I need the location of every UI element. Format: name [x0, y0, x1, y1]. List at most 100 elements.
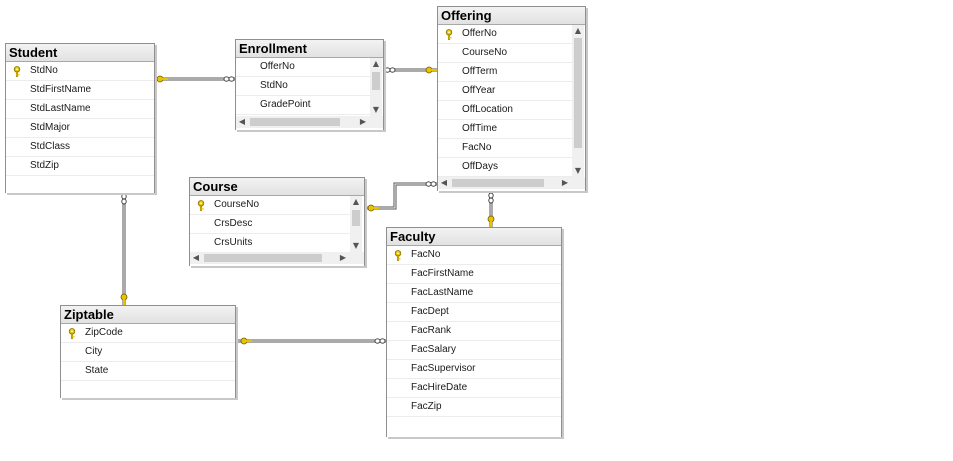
table-body: FacNo FacFirstName FacLastName FacDept F…	[387, 246, 561, 437]
field-list: StdNo StdFirstName StdLastName StdMajor …	[6, 62, 154, 193]
scroll-thumb[interactable]	[352, 210, 360, 226]
field-row[interactable]: GradePoint	[236, 96, 370, 115]
table-ziptable[interactable]: Ziptable ZipCode City State	[60, 305, 236, 398]
field-row[interactable]: StdFirstName	[6, 81, 154, 100]
field-row[interactable]: StdZip	[6, 157, 154, 176]
field-row[interactable]: StdLastName	[6, 100, 154, 119]
field-list: ZipCode City State	[61, 324, 235, 398]
field-name: FacNo	[462, 142, 492, 153]
table-body: StdNo StdFirstName StdLastName StdMajor …	[6, 62, 154, 193]
scroll-left-icon[interactable]: ◀	[440, 178, 448, 187]
field-row[interactable]: City	[61, 343, 235, 362]
field-row[interactable]: FacSalary	[387, 341, 561, 360]
relationship-course-offering[interactable]	[365, 181, 437, 212]
field-name: FacFirstName	[411, 268, 474, 279]
scroll-down-icon[interactable]: ▼	[574, 166, 582, 175]
infinity-icon	[121, 193, 127, 205]
key-icon	[367, 204, 379, 212]
relationship-offering-enrollment[interactable]	[384, 66, 437, 74]
field-row[interactable]: CourseNo	[438, 44, 572, 63]
horizontal-scrollbar[interactable]: ◀ ▶	[438, 177, 585, 189]
table-title: Enrollment	[236, 40, 383, 58]
field-name: FacRank	[411, 325, 452, 336]
horizontal-scrollbar[interactable]: ◀ ▶	[190, 252, 364, 264]
vertical-scrollbar[interactable]: ▲ ▼	[572, 25, 584, 177]
field-row[interactable]: OffTerm	[438, 63, 572, 82]
table-offering[interactable]: Offering OfferNo CourseNo OffTerm OffYea…	[437, 6, 586, 191]
vertical-scrollbar[interactable]: ▲ ▼	[350, 196, 362, 252]
relationship-faculty-offering[interactable]	[487, 191, 495, 227]
field-row[interactable]: FacFirstName	[387, 265, 561, 284]
field-name: FacHireDate	[411, 382, 468, 393]
field-list: OfferNo CourseNo OffTerm OffYear OffLoca…	[438, 25, 572, 177]
field-row[interactable]: StdNo	[236, 77, 370, 96]
field-row[interactable]: FacHireDate	[387, 379, 561, 398]
field-row[interactable]: OfferNo	[236, 58, 370, 77]
field-row[interactable]: State	[61, 362, 235, 381]
table-course[interactable]: Course CourseNo CrsDesc CrsUnits ▲ ▼ ◀ ▶	[189, 177, 365, 266]
field-row[interactable]: FacSupervisor	[387, 360, 561, 379]
relationship-ziptable-faculty[interactable]	[236, 337, 386, 345]
field-name: ZipCode	[85, 327, 123, 338]
scroll-right-icon[interactable]: ▶	[359, 117, 367, 126]
field-row[interactable]: FacDept	[387, 303, 561, 322]
scroll-right-icon[interactable]: ▶	[561, 178, 569, 187]
field-name: FacDept	[411, 306, 449, 317]
key-icon	[68, 328, 76, 339]
relationship-ziptable-student[interactable]	[120, 193, 128, 305]
scroll-up-icon[interactable]: ▲	[574, 26, 582, 35]
infinity-icon	[374, 338, 386, 344]
key-icon	[13, 66, 21, 77]
key-icon	[487, 215, 495, 227]
scroll-up-icon[interactable]: ▲	[352, 197, 360, 206]
scroll-thumb[interactable]	[574, 38, 582, 148]
field-row[interactable]: OffTime	[438, 120, 572, 139]
scroll-up-icon[interactable]: ▲	[372, 59, 380, 68]
field-row[interactable]: FacZip	[387, 398, 561, 417]
scroll-left-icon[interactable]: ◀	[238, 117, 246, 126]
scroll-thumb[interactable]	[204, 254, 322, 262]
key-icon	[197, 200, 205, 211]
table-student[interactable]: Student StdNo StdFirstName StdLastName S…	[5, 43, 155, 193]
vertical-scrollbar[interactable]: ▲ ▼	[370, 58, 382, 116]
field-row[interactable]: StdNo	[6, 62, 154, 81]
field-name: OffTerm	[462, 66, 498, 77]
field-row[interactable]: OffLocation	[438, 101, 572, 120]
scroll-thumb[interactable]	[452, 179, 544, 187]
field-name: City	[85, 346, 103, 357]
field-name: State	[85, 365, 109, 376]
scroll-thumb[interactable]	[250, 118, 340, 126]
field-row[interactable]: FacLastName	[387, 284, 561, 303]
field-row[interactable]: FacNo	[438, 139, 572, 158]
scroll-left-icon[interactable]: ◀	[192, 253, 200, 262]
field-name: StdFirstName	[30, 84, 92, 95]
key-icon	[425, 66, 437, 74]
field-name: OffYear	[462, 85, 496, 96]
scroll-right-icon[interactable]: ▶	[339, 253, 347, 262]
scroll-down-icon[interactable]: ▼	[372, 105, 380, 114]
field-name: FacNo	[411, 249, 441, 260]
scroll-down-icon[interactable]: ▼	[352, 241, 360, 250]
field-name: CrsUnits	[214, 237, 253, 248]
table-body: ZipCode City State	[61, 324, 235, 398]
infinity-icon	[384, 67, 396, 73]
field-row[interactable]: CourseNo	[190, 196, 350, 215]
horizontal-scrollbar[interactable]: ◀ ▶	[236, 116, 383, 128]
field-row[interactable]: ZipCode	[61, 324, 235, 343]
table-faculty[interactable]: Faculty FacNo FacFirstName FacLastName F…	[386, 227, 562, 437]
field-row[interactable]: OffYear	[438, 82, 572, 101]
field-row[interactable]: StdMajor	[6, 119, 154, 138]
field-name: CourseNo	[462, 47, 508, 58]
field-row[interactable]: CrsUnits	[190, 234, 350, 252]
field-row[interactable]: OfferNo	[438, 25, 572, 44]
scroll-thumb[interactable]	[372, 72, 380, 90]
field-row[interactable]: FacRank	[387, 322, 561, 341]
infinity-icon	[488, 192, 494, 204]
relationship-student-enrollment[interactable]	[155, 75, 235, 83]
field-row[interactable]: CrsDesc	[190, 215, 350, 234]
table-enrollment[interactable]: Enrollment OfferNo StdNo GradePoint ▲ ▼ …	[235, 39, 384, 130]
table-body: OfferNo StdNo GradePoint ▲ ▼ ◀ ▶	[236, 58, 383, 130]
field-row[interactable]: OffDays	[438, 158, 572, 177]
field-row[interactable]: StdClass	[6, 138, 154, 157]
field-row[interactable]: FacNo	[387, 246, 561, 265]
